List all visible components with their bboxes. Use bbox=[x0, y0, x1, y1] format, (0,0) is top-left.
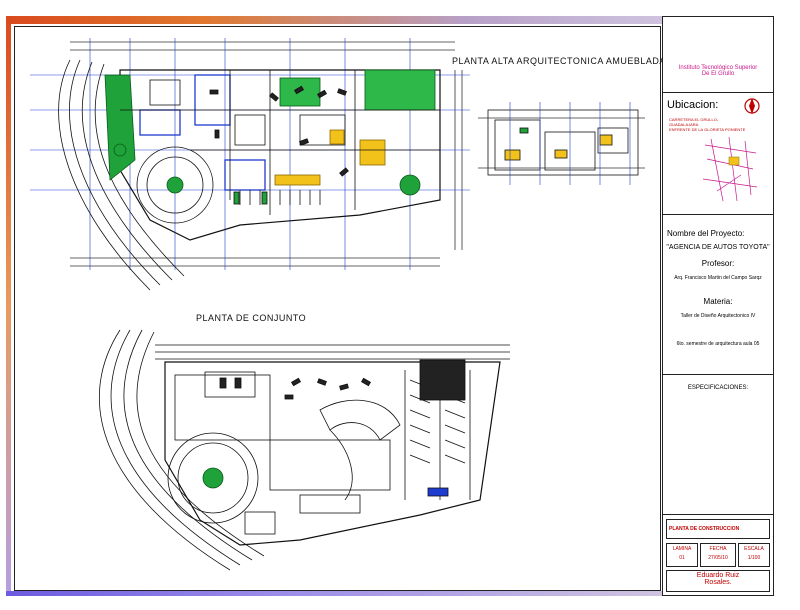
top-color-band bbox=[6, 16, 662, 24]
date-label: FECHA bbox=[709, 546, 727, 552]
date-box: FECHA 27/05/10 bbox=[700, 543, 736, 567]
specs-cell: ESPECIFICACIONES: bbox=[663, 375, 773, 515]
upper-plan-title: PLANTA ALTA ARQUITECTONICA AMUEBLADA bbox=[452, 56, 666, 66]
bottom-color-band bbox=[6, 591, 662, 596]
lower-plan-title: PLANTA DE CONJUNTO bbox=[196, 313, 307, 323]
author-box: Eduardo Ruiz Rosales. bbox=[666, 570, 770, 592]
professor-name: Arq. Francisco Martin del Campo Sarqz bbox=[674, 275, 762, 281]
location-cell: Ubicacion: CARRETERA EL GRULLO-GUADALAJA… bbox=[663, 93, 773, 215]
scale-value: 1/100 bbox=[747, 555, 761, 561]
semester-text: 6to. semestre de arquitectura aula 05 bbox=[676, 341, 760, 347]
location-map bbox=[702, 136, 758, 202]
sheet-number-box: LAMINA 01 bbox=[666, 543, 698, 567]
upper-floor-plan bbox=[30, 38, 645, 291]
north-arrow-icon bbox=[744, 98, 760, 114]
sheet-label: LAMINA bbox=[672, 546, 692, 552]
sheet-title-box: PLANTA DE CONSTRUCCION bbox=[666, 519, 770, 539]
institution-cell: Instituto Tecnológico Superior De El Gru… bbox=[663, 17, 773, 93]
title-block: Instituto Tecnológico Superior De El Gru… bbox=[662, 16, 774, 596]
subject-heading: Materia: bbox=[703, 297, 733, 306]
institution-name: Instituto Tecnológico Superior De El Gru… bbox=[678, 65, 758, 77]
project-cell: Nombre del Proyecto: "AGENCIA DE AUTOS T… bbox=[663, 215, 773, 375]
location-heading: Ubicacion: bbox=[667, 99, 719, 111]
site-plan bbox=[99, 329, 510, 571]
scale-box: ESCALA 1/100 bbox=[738, 543, 770, 567]
subject-name: Taller de Diseño Arquitectonico IV bbox=[680, 313, 756, 319]
drawing-frame bbox=[14, 26, 661, 591]
project-heading: Nombre del Proyecto: bbox=[667, 229, 745, 238]
sheet-value: 01 bbox=[679, 555, 685, 561]
author-name: Eduardo Ruiz Rosales. bbox=[696, 572, 740, 586]
professor-heading: Profesor: bbox=[701, 259, 735, 268]
date-value: 27/05/10 bbox=[708, 555, 728, 561]
sheet-title: PLANTA DE CONSTRUCCION bbox=[669, 526, 740, 532]
scale-label: ESCALA bbox=[744, 546, 764, 552]
location-text: CARRETERA EL GRULLO-GUADALAJARA ENFRENTE… bbox=[669, 117, 746, 132]
left-color-band bbox=[6, 16, 11, 594]
project-name: "AGENCIA DE AUTOS TOYOTA" bbox=[666, 244, 770, 251]
architectural-drawing bbox=[30, 38, 645, 571]
specs-heading: ESPECIFICACIONES: bbox=[687, 385, 749, 391]
